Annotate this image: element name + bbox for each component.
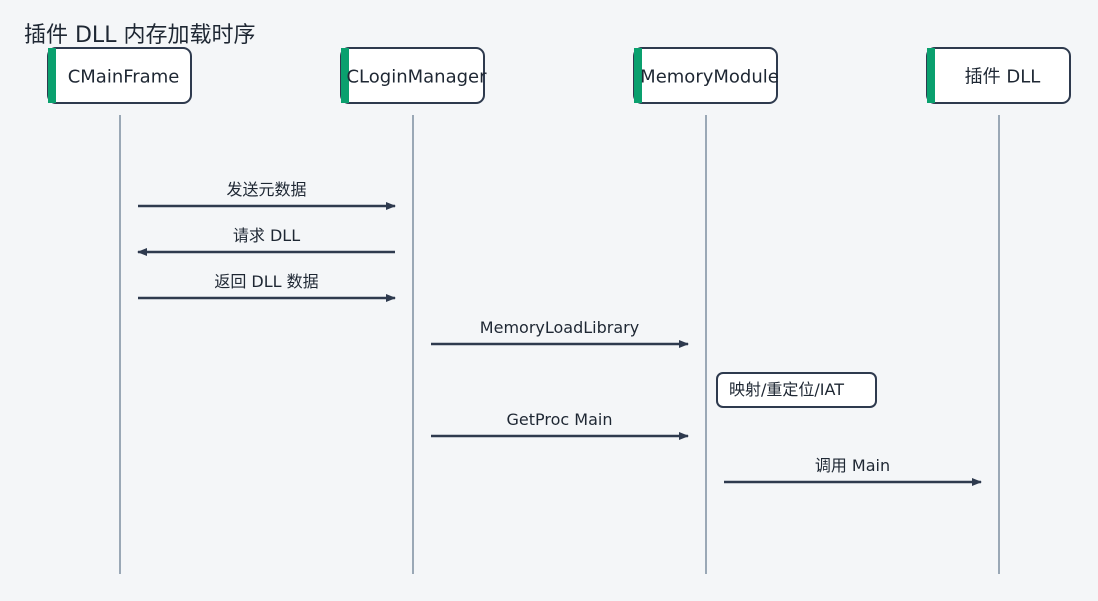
note-label: 映射/重定位/IAT: [729, 380, 844, 399]
participant-label: CMainFrame: [68, 67, 180, 88]
participant-accent-bar: [634, 48, 642, 103]
message: 发送元数据: [138, 180, 396, 210]
participant-label: MemoryModule: [640, 67, 779, 88]
participant-accent-bar: [341, 48, 349, 103]
participant-box: 插件 DLL: [926, 47, 1071, 104]
participant-box: MemoryModule: [633, 47, 779, 104]
message: 调用 Main: [724, 456, 982, 486]
message-label: MemoryLoadLibrary: [480, 318, 639, 337]
lifelines: [119, 115, 1000, 574]
message-label: 发送元数据: [226, 180, 306, 199]
message-label: GetProc Main: [507, 410, 613, 429]
message-label: 调用 Main: [815, 456, 890, 475]
participant-label: 插件 DLL: [965, 67, 1041, 88]
participant-label: CLoginManager: [346, 67, 487, 88]
note-box: [716, 372, 877, 408]
message: 请求 DLL: [137, 226, 395, 256]
participants: CMainFrame CLoginManager MemoryModule 插件 DL…: [47, 47, 1071, 104]
note: 映射/重定位/IAT: [716, 372, 877, 408]
diagram-title: 插件 DLL 内存加载时序: [24, 23, 255, 48]
participant-accent-bar: [48, 48, 56, 103]
message: 返回 DLL 数据: [138, 272, 396, 302]
message: GetProc Main: [431, 410, 689, 440]
message: MemoryLoadLibrary: [431, 318, 689, 348]
participant-accent-bar: [927, 48, 935, 103]
participant-box: CLoginManager: [340, 47, 487, 104]
message-label: 请求 DLL: [233, 226, 300, 245]
message-label: 返回 DLL 数据: [214, 272, 318, 291]
participant-box: CMainFrame: [47, 47, 192, 104]
